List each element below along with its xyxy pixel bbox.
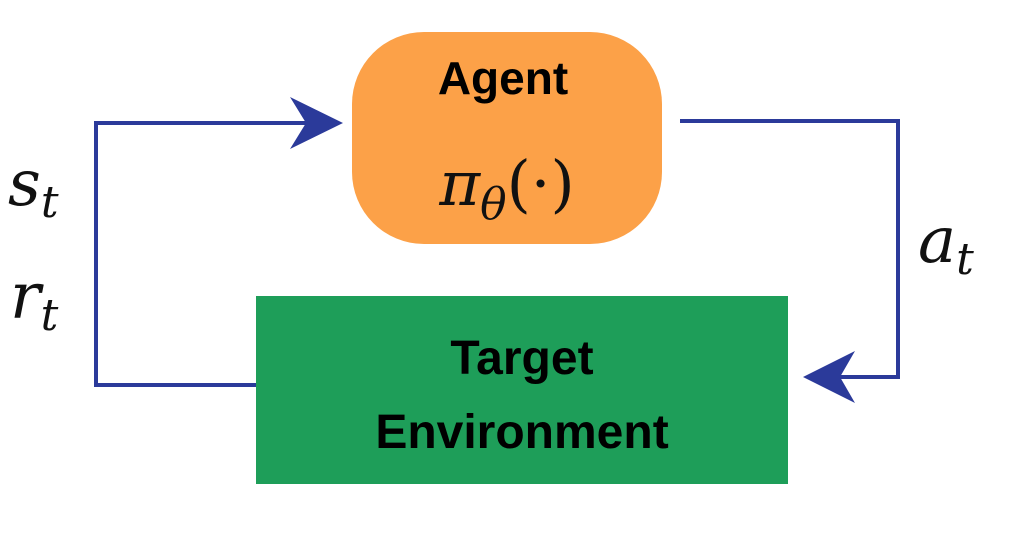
policy-symbol: π [438, 147, 481, 220]
state-base: s [8, 147, 41, 221]
action-base: a [918, 204, 956, 278]
policy-argument: (·) [507, 147, 575, 220]
agent-box [352, 32, 662, 244]
reward-label: rt [10, 260, 59, 341]
action-connector [680, 119, 900, 379]
arrow-into-agent-icon [290, 97, 343, 149]
agent-policy: πθ(·) [438, 147, 574, 230]
reward-subscript: t [41, 290, 59, 341]
action-subscript: t [956, 234, 974, 285]
state-subscript: t [41, 177, 59, 228]
arrow-into-environment-icon [803, 351, 855, 403]
environment-title-line1: Target [450, 332, 593, 385]
environment-title-line2: Environment [375, 406, 668, 459]
environment-box [256, 296, 788, 484]
agent-title: Agent [438, 52, 568, 104]
action-label: at [918, 204, 974, 285]
state-reward-connector [94, 121, 312, 387]
reward-base: r [10, 260, 44, 334]
state-label: st [8, 147, 59, 228]
policy-subscript: θ [480, 179, 507, 230]
